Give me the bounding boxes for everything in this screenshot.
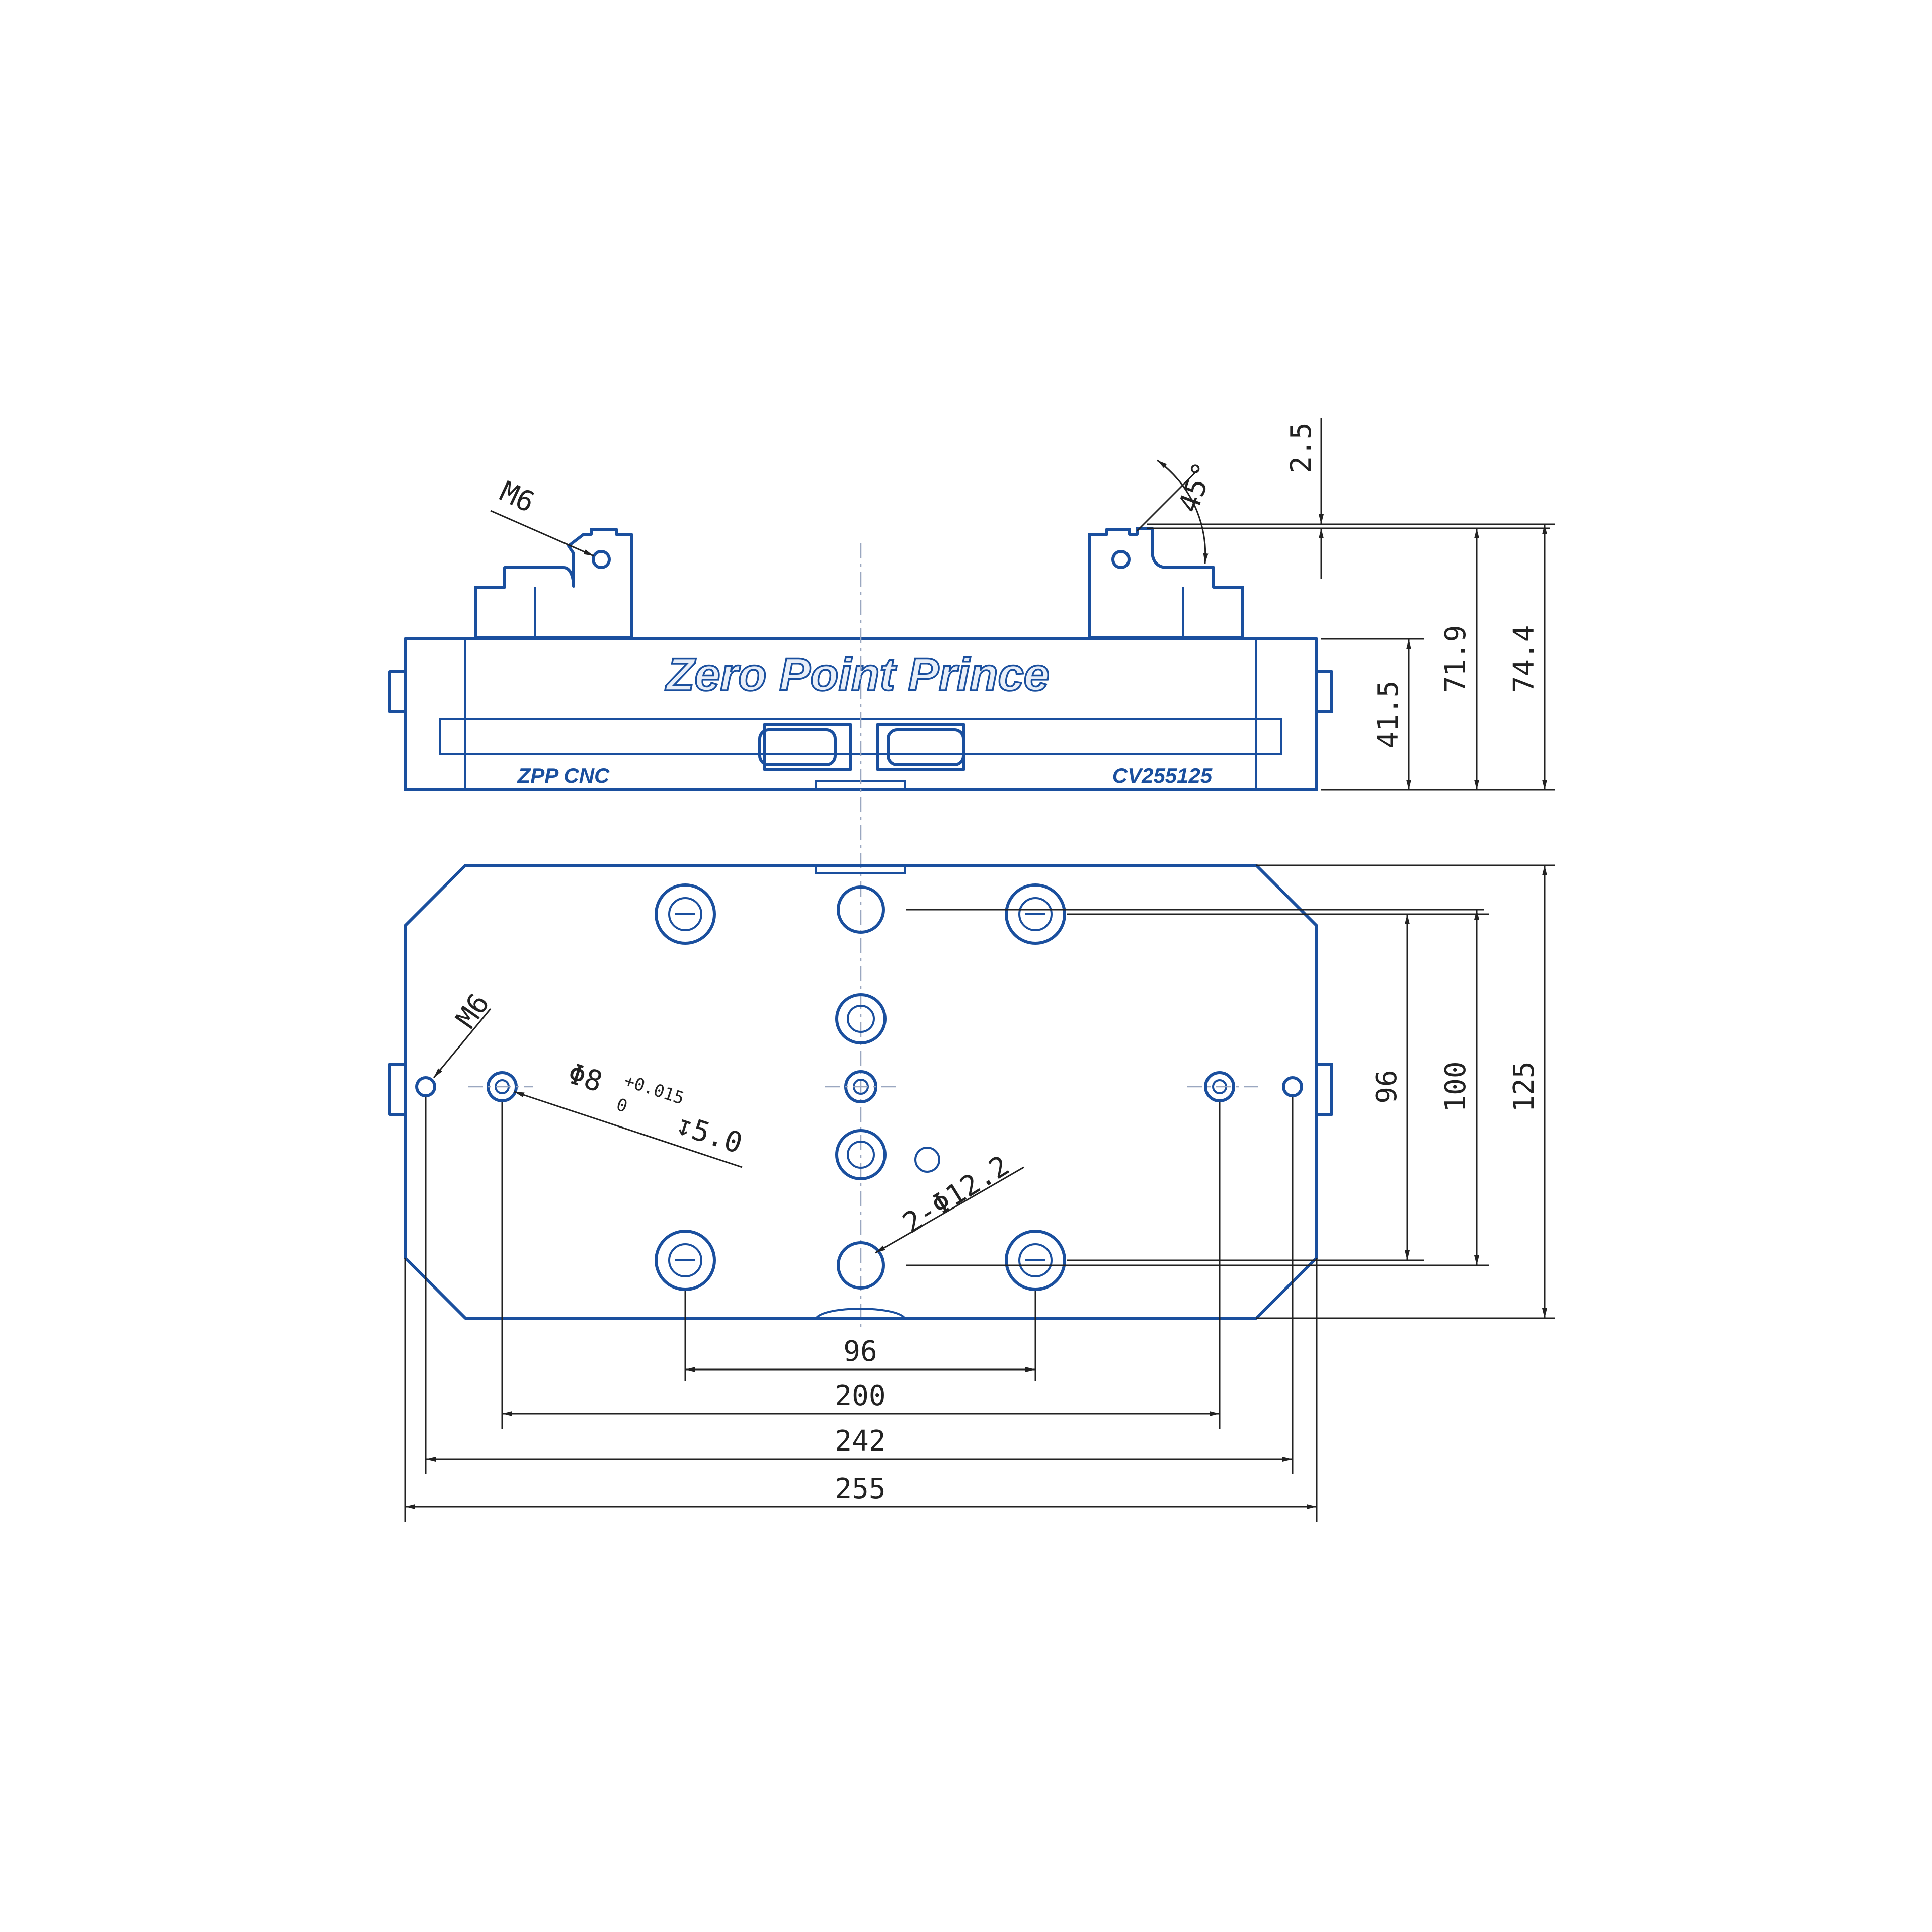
dim-96-vertical: 96 <box>1371 1070 1403 1103</box>
dim-242: 242 <box>835 1425 886 1458</box>
bolt-bottom-left <box>655 1230 716 1291</box>
top-dimensions: 96 100 125 96 200 242 255 M6 Φ8 <box>404 864 1555 1522</box>
dim-m6-bottom: M6 <box>450 988 496 1034</box>
dim-125: 125 <box>1508 1061 1541 1112</box>
notch-top <box>815 865 906 874</box>
dim-dowel-depth: ↧5.0 <box>672 1108 746 1160</box>
notch-bottom <box>815 1308 906 1319</box>
front-view: Zero Point Prince ZPP CNC CV255125 <box>388 527 1333 791</box>
thread-hole-right <box>1111 550 1131 569</box>
model-number: CV255125 <box>1112 764 1213 787</box>
locating-hole-bottom <box>837 1241 885 1290</box>
knob-left-top <box>388 1063 407 1116</box>
thread-hole-left <box>592 550 611 569</box>
dim-41-5: 41.5 <box>1372 681 1405 749</box>
jaw-right <box>1088 527 1244 639</box>
m6-hole-right <box>1282 1076 1303 1097</box>
dim-dowel-tol-upper: +0.015 <box>621 1071 686 1109</box>
dim-71-9: 71.9 <box>1439 625 1472 693</box>
brand-text: Zero Point Prince <box>665 649 1050 700</box>
locating-hole-top <box>837 886 885 934</box>
dim-m6-top: M6 <box>495 475 540 519</box>
dim-dowel-tol-lower: 0 <box>614 1094 630 1116</box>
knob-right-top <box>1315 1063 1333 1116</box>
dim-96-horizontal: 96 <box>843 1335 877 1368</box>
dim-dowel-dia: Φ8 <box>564 1057 606 1099</box>
jaw-left <box>474 528 633 639</box>
slot-block-left <box>758 728 837 766</box>
bolt-center-upper <box>835 993 887 1044</box>
bolt-top-left <box>655 883 716 945</box>
dim-74-4: 74.4 <box>1508 625 1541 693</box>
dim-2-5: 2.5 <box>1285 422 1318 473</box>
small-hole <box>914 1147 940 1173</box>
dim-255: 255 <box>835 1473 886 1505</box>
slot-block-right <box>887 728 965 766</box>
bolt-top-right <box>1005 883 1066 945</box>
knob-left <box>388 670 407 713</box>
dim-100: 100 <box>1439 1061 1472 1112</box>
front-dimensions: 2.5 41.5 71.9 74.4 45° M6 <box>490 418 1555 791</box>
knob-right <box>1315 670 1333 713</box>
slot-right <box>876 723 965 771</box>
slot-left <box>763 723 852 771</box>
left-mark: ZPP CNC <box>517 764 610 787</box>
m6-hole-left <box>415 1076 436 1097</box>
dowel-callout: Φ8 +0.015 0 ↧5.0 <box>564 1057 747 1160</box>
dim-45-deg: 45° <box>1172 458 1221 517</box>
bolt-bottom-right <box>1005 1230 1066 1291</box>
bolt-center-lower <box>835 1129 887 1180</box>
dim-200: 200 <box>835 1380 886 1412</box>
